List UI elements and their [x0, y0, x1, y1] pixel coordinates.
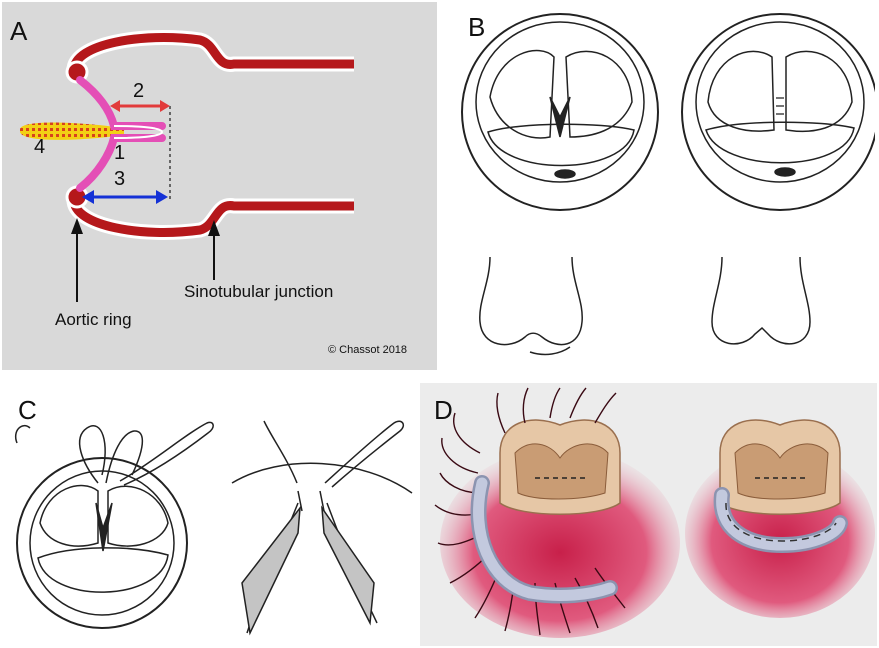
valve-with-sutures [15, 421, 214, 629]
vegetation [20, 122, 124, 140]
panel-d: D [420, 383, 877, 646]
valve-after-repair [681, 13, 875, 211]
leaflet-shaded-left [241, 505, 301, 636]
ring-annuloplasty-drawings [434, 387, 875, 638]
copyright-label: © Chassot 2018 [328, 344, 408, 356]
panel-b-letter: B [468, 12, 486, 42]
label-2: 2 [133, 80, 145, 102]
suture-needle-right [324, 420, 405, 488]
panel-d-letter: D [434, 395, 453, 425]
panel-c-letter: C [18, 395, 37, 425]
aortic-ring-label: Aortic ring [55, 310, 132, 329]
suture-left [78, 425, 106, 484]
label-1: 1 [114, 142, 126, 164]
leaflet-shaded-right [321, 505, 375, 626]
aortic-root-with-sutures [434, 387, 680, 638]
aortic-root-with-ring [685, 419, 875, 618]
suture-needle-left [263, 420, 298, 484]
suture-right [119, 421, 214, 486]
valve-drawings-b [461, 13, 875, 356]
panel-b: B [450, 2, 875, 372]
valve-before-repair [461, 13, 659, 211]
label-4: 4 [34, 136, 46, 158]
panel-a-letter: A [10, 16, 28, 46]
leaflet-lower [76, 134, 166, 192]
panel-a: A 2 1 3 4 Aortic ring Sinotubular juncti… [2, 2, 437, 370]
cusp-profile-before [479, 256, 583, 346]
suture-middle [105, 430, 144, 484]
aortic-root-schematic [20, 30, 354, 302]
cusp-profile-after [711, 256, 811, 345]
sinotubular-junction-label: Sinotubular junction [184, 282, 334, 301]
panel-c: C [2, 383, 417, 646]
leaflet-upper [76, 76, 166, 130]
leaflet-detail [231, 420, 413, 636]
valve-drawings-c [15, 420, 413, 636]
label-3: 3 [114, 168, 126, 190]
